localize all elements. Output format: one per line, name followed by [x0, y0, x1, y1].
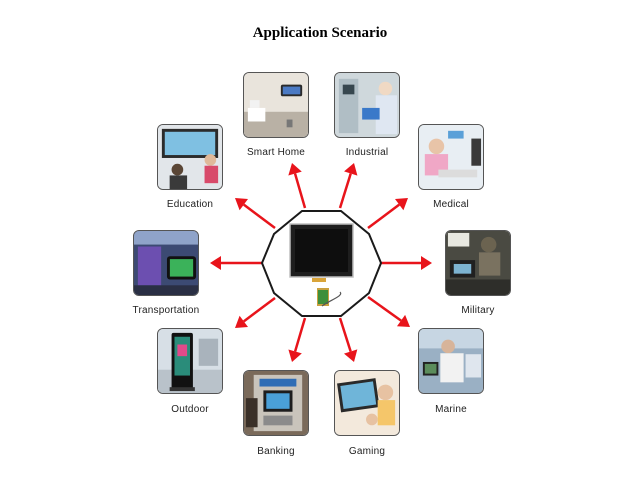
scenario-tile-transportation	[133, 230, 199, 296]
scenario-label: Smart Home	[246, 147, 306, 158]
scenario-label: Transportation	[132, 305, 200, 316]
scenario-tile-military	[445, 230, 511, 296]
arrow-head-8	[210, 256, 221, 270]
arrow-head-6	[288, 349, 302, 362]
scenario-label: Industrial	[345, 147, 389, 158]
scenario-tile-marine	[418, 328, 484, 394]
military-icon	[446, 231, 510, 295]
outdoor-icon	[158, 329, 222, 393]
gaming-icon	[335, 371, 399, 435]
scenario-label: Medical	[433, 199, 469, 210]
medical-icon	[419, 125, 483, 189]
banking-icon	[244, 371, 308, 435]
scenario-label: Banking	[257, 446, 295, 457]
arrow-head-0	[288, 163, 302, 176]
scenario-label: Military	[461, 305, 495, 316]
arrow-shaft-0	[293, 173, 307, 209]
smart-home-icon	[244, 73, 308, 137]
scenario-label: Education	[166, 199, 214, 210]
arrow-shaft-4	[367, 295, 402, 322]
page-title: Application Scenario	[252, 25, 388, 41]
scenario-tile-smart-home	[243, 72, 309, 138]
scenario-label: Gaming	[348, 446, 386, 457]
scenario-tile-medical	[418, 124, 484, 190]
arrow-shaft-6	[293, 317, 307, 352]
industrial-icon	[335, 73, 399, 137]
scenario-label: Outdoor	[171, 404, 209, 415]
scenario-tile-banking	[243, 370, 309, 436]
scenario-label: Marine	[435, 404, 467, 415]
transportation-icon	[134, 231, 198, 295]
scenario-tile-gaming	[334, 370, 400, 436]
center-frame	[260, 210, 383, 317]
scenario-tile-industrial	[334, 72, 400, 138]
arrow-head-5	[343, 349, 358, 362]
arrow-shaft-7	[243, 296, 276, 323]
arrow-head-4	[396, 314, 410, 327]
marine-icon	[419, 329, 483, 393]
arrow-head-3	[421, 256, 432, 270]
scenario-tile-outdoor	[157, 328, 223, 394]
arrow-head-7	[235, 315, 248, 328]
scenario-tile-education	[157, 124, 223, 190]
education-icon	[158, 125, 222, 189]
arrow-shaft-1	[338, 173, 352, 209]
touch-panel-icon	[289, 223, 354, 307]
arrow-shaft-5	[338, 317, 352, 352]
arrow-head-1	[344, 163, 358, 176]
